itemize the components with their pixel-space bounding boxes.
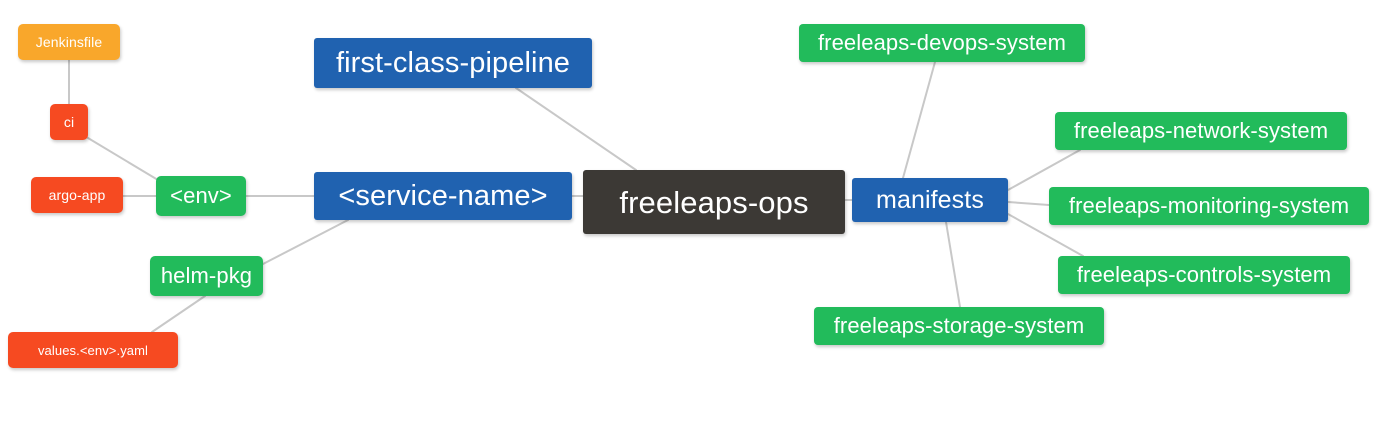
node-freeleaps-storage-system[interactable]: freeleaps-storage-system xyxy=(814,307,1104,345)
node-label: <env> xyxy=(170,183,232,208)
edge-first-class-to-freeleaps-ops xyxy=(515,87,637,171)
node-label: manifests xyxy=(876,185,984,214)
node-service-name[interactable]: <service-name> xyxy=(314,172,572,220)
edge-ci-to-env xyxy=(87,137,159,181)
node-label: values.<env>.yaml xyxy=(37,342,149,358)
node-freeleaps-network-system[interactable]: freeleaps-network-system xyxy=(1055,112,1347,150)
node-label: freeleaps-network-system xyxy=(1073,118,1329,143)
node-label: Jenkinsfile xyxy=(35,34,103,50)
node-label: freeleaps-monitoring-system xyxy=(1068,193,1350,218)
node-label: <service-name> xyxy=(338,179,548,212)
node-label: freeleaps-storage-system xyxy=(833,313,1085,338)
node-label: freeleaps-controls-system xyxy=(1076,262,1332,287)
node-ci[interactable]: ci xyxy=(50,104,88,140)
node-freeleaps-ops[interactable]: freeleaps-ops xyxy=(583,170,845,234)
node-manifests[interactable]: manifests xyxy=(852,178,1008,222)
node-label: freeleaps-ops xyxy=(619,184,809,220)
edge-values-yaml-to-helm-pkg xyxy=(151,295,206,333)
edge-manifests-to-network xyxy=(1007,149,1081,191)
node-jenkinsfile[interactable]: Jenkinsfile xyxy=(18,24,120,60)
edge-manifests-to-monitoring xyxy=(1007,201,1050,206)
node-first-class-pipeline[interactable]: first-class-pipeline xyxy=(314,38,592,88)
edge-manifests-to-storage xyxy=(945,221,961,308)
edge-helm-pkg-to-service-name xyxy=(262,219,349,265)
node-values-yaml[interactable]: values.<env>.yaml xyxy=(8,332,178,368)
node-argo-app[interactable]: argo-app xyxy=(31,177,123,213)
node-env[interactable]: <env> xyxy=(156,176,246,216)
node-freeleaps-monitoring-system[interactable]: freeleaps-monitoring-system xyxy=(1049,187,1369,225)
node-label: first-class-pipeline xyxy=(335,46,571,79)
node-helm-pkg[interactable]: helm-pkg xyxy=(150,256,263,296)
node-label: ci xyxy=(63,114,75,130)
node-label: freeleaps-devops-system xyxy=(817,30,1067,55)
node-label: helm-pkg xyxy=(160,263,253,288)
node-freeleaps-controls-system[interactable]: freeleaps-controls-system xyxy=(1058,256,1350,294)
edge-manifests-to-devops xyxy=(902,61,936,179)
node-label: argo-app xyxy=(48,187,106,203)
node-freeleaps-devops-system[interactable]: freeleaps-devops-system xyxy=(799,24,1085,62)
